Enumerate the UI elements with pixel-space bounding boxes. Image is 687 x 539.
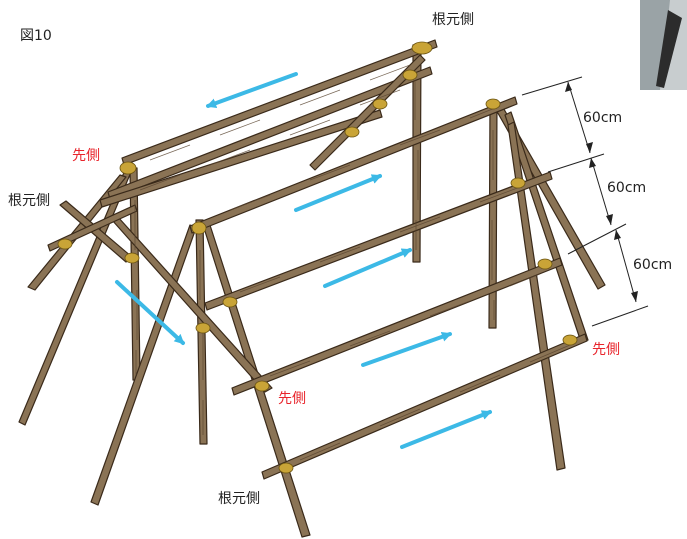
pole-rail-2 bbox=[231, 257, 563, 396]
lashing-right-2 bbox=[537, 258, 553, 270]
direction-arrows bbox=[115, 72, 492, 449]
lashing-right-1 bbox=[510, 177, 526, 189]
arrow-lower-right bbox=[361, 331, 452, 367]
label-root-bottom: 根元側 bbox=[218, 491, 260, 507]
lashing-front-mid bbox=[222, 296, 238, 308]
pole-back-left-leg bbox=[129, 167, 141, 381]
dimension-label-3: 60cm bbox=[633, 257, 672, 273]
lashing-top-4 bbox=[344, 126, 360, 138]
pole-upper-crossbar bbox=[189, 96, 518, 234]
twine-lashings bbox=[57, 41, 578, 474]
pole-top-rail-2 bbox=[107, 66, 433, 200]
dimension-lines bbox=[521, 76, 649, 327]
lashing-top-3 bbox=[372, 98, 388, 110]
lashing-left-low bbox=[124, 252, 140, 264]
pole-top-rail-3 bbox=[99, 109, 383, 208]
lashing-left-mid bbox=[57, 238, 73, 250]
pole-rail-1 bbox=[204, 171, 553, 311]
label-tip-left: 先側 bbox=[72, 148, 100, 164]
lashing-right-3 bbox=[562, 334, 578, 346]
lashing-right-top bbox=[485, 98, 501, 110]
arrow-upper-right bbox=[294, 174, 382, 212]
lashing-front-low bbox=[195, 322, 211, 334]
corner-photo-thumbnail bbox=[640, 0, 687, 90]
pole-left-crossbar bbox=[47, 204, 138, 252]
lashing-left-top bbox=[119, 161, 137, 175]
figure-title: 図10 bbox=[20, 28, 52, 44]
lashing-top-ridge bbox=[411, 41, 433, 55]
label-tip-right: 先側 bbox=[592, 342, 620, 358]
lashing-front-5 bbox=[278, 462, 294, 474]
pole-rail-3 bbox=[261, 333, 588, 480]
dimension-label-1: 60cm bbox=[583, 110, 622, 126]
pole-front-left-brace bbox=[90, 224, 197, 506]
pole-diagonal-back bbox=[309, 54, 426, 171]
bark-texture bbox=[134, 64, 571, 461]
label-root-left: 根元側 bbox=[8, 193, 50, 209]
dimension-label-2: 60cm bbox=[607, 180, 646, 196]
dimension-arrowheads bbox=[565, 82, 638, 302]
label-root-top: 根元側 bbox=[432, 12, 474, 28]
lashing-front-top bbox=[191, 221, 207, 235]
arrow-bottom-right bbox=[400, 410, 492, 449]
arrow-mid-right bbox=[323, 248, 412, 288]
poles bbox=[18, 39, 606, 538]
label-tip-middle: 先側 bbox=[278, 391, 306, 407]
arrow-top-left bbox=[206, 72, 298, 108]
arrow-diagonal-down bbox=[115, 280, 185, 345]
lashing-front-4 bbox=[254, 380, 270, 392]
lashing-top-2 bbox=[402, 69, 418, 81]
